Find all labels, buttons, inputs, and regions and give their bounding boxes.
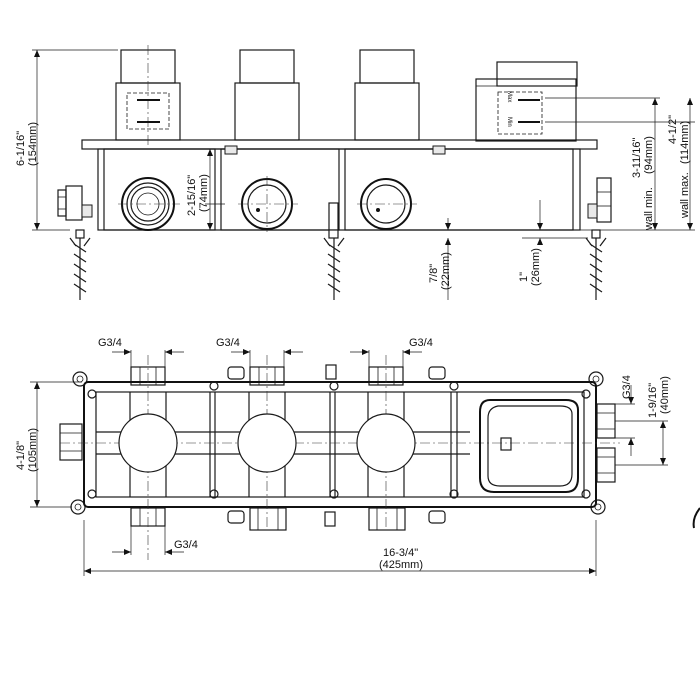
wall-anchor-left [69, 229, 91, 300]
cartridge-top-1 [115, 45, 181, 145]
thread-top-2: G3/4 [216, 337, 240, 349]
port-3 [357, 178, 417, 230]
dim-thread-top-2: G3/4 [216, 337, 303, 367]
width-inch: 4-1/8" [15, 441, 27, 470]
wall-max-inch: 4-1/2" [667, 115, 679, 144]
dim-thread-right: G3/4 [615, 375, 635, 456]
front-view: Max Min [15, 45, 695, 300]
wall-anchor-middle [323, 202, 345, 300]
overall-height-mm: (154mm) [27, 122, 39, 166]
anchor-depth-mm: (22mm) [440, 252, 452, 290]
dim-overall-height: 6-1/16" (154mm) [15, 49, 118, 231]
port-spacing-inch: 1-9/16" [647, 383, 659, 418]
width-mm: (105mm) [27, 428, 39, 472]
cartridge-top-3 [354, 49, 420, 141]
edge-artifact [692, 507, 700, 529]
bottom-fittings [130, 507, 406, 531]
dim-anchor-depth-2: 1" (26mm) [518, 200, 588, 286]
anchor-depth-2-mm: (26mm) [530, 248, 542, 286]
wall-min-label: wall min. [643, 187, 655, 231]
port-1 [118, 177, 180, 231]
top-view: G3/4 G3/4 G3/4 G3/4 G3/4 [15, 337, 671, 576]
right-fitting [587, 177, 612, 223]
dim-width: 4-1/8" (105mm) [15, 381, 82, 508]
wall-anchor-right [585, 229, 607, 300]
gauge-max-label: Max [506, 91, 512, 102]
thread-bottom: G3/4 [174, 539, 198, 551]
dim-thread-top-3: G3/4 [350, 337, 433, 367]
wall-min-mm: (94mm) [643, 136, 655, 174]
side-fittings [59, 403, 616, 483]
dim-port-height: 2-15/16" (74mm) [186, 149, 225, 230]
thread-top-3: G3/4 [409, 337, 433, 349]
anchor-depth-inch: 7/8" [428, 264, 440, 283]
gauge-min-label: Min [506, 117, 512, 127]
dim-length: 16-3/4" (425mm) [83, 520, 597, 576]
thread-top-1: G3/4 [98, 337, 122, 349]
dim-wall-min: 3-11/16" wall min. (94mm) [545, 97, 662, 231]
wall-min-inch: 3-11/16" [631, 138, 643, 178]
depth-gauge: Max Min [475, 61, 578, 142]
left-fitting [57, 185, 93, 221]
dim-thread-bottom: G3/4 [112, 526, 198, 555]
cartridge-top-2 [234, 49, 300, 141]
thread-right: G3/4 [621, 375, 633, 399]
dim-anchor-depth: 7/8" (22mm) [338, 218, 460, 300]
dim-port-spacing: 1-9/16" (40mm) [615, 376, 671, 466]
length-inch: 16-3/4" [383, 547, 418, 559]
gauge-box-top [479, 399, 579, 493]
port-height-inch: 2-15/16" [186, 175, 198, 216]
screw-holes [87, 381, 591, 499]
wall-max-mm: (114mm) [679, 121, 691, 164]
dim-wall-max: 4-1/2" wall max. (114mm) [545, 98, 695, 231]
port-2 [238, 176, 298, 232]
mounting-tabs [70, 366, 606, 524]
dim-thread-top-1: G3/4 [98, 337, 184, 367]
length-mm: (425mm) [379, 559, 423, 571]
wall-max-label: wall max. [679, 172, 691, 219]
chambers [118, 413, 416, 473]
overall-height-inch: 6-1/16" [15, 131, 27, 166]
port-height-mm: (74mm) [198, 174, 210, 212]
anchor-depth-2-inch: 1" [518, 272, 530, 282]
port-spacing-mm: (40mm) [659, 376, 671, 414]
